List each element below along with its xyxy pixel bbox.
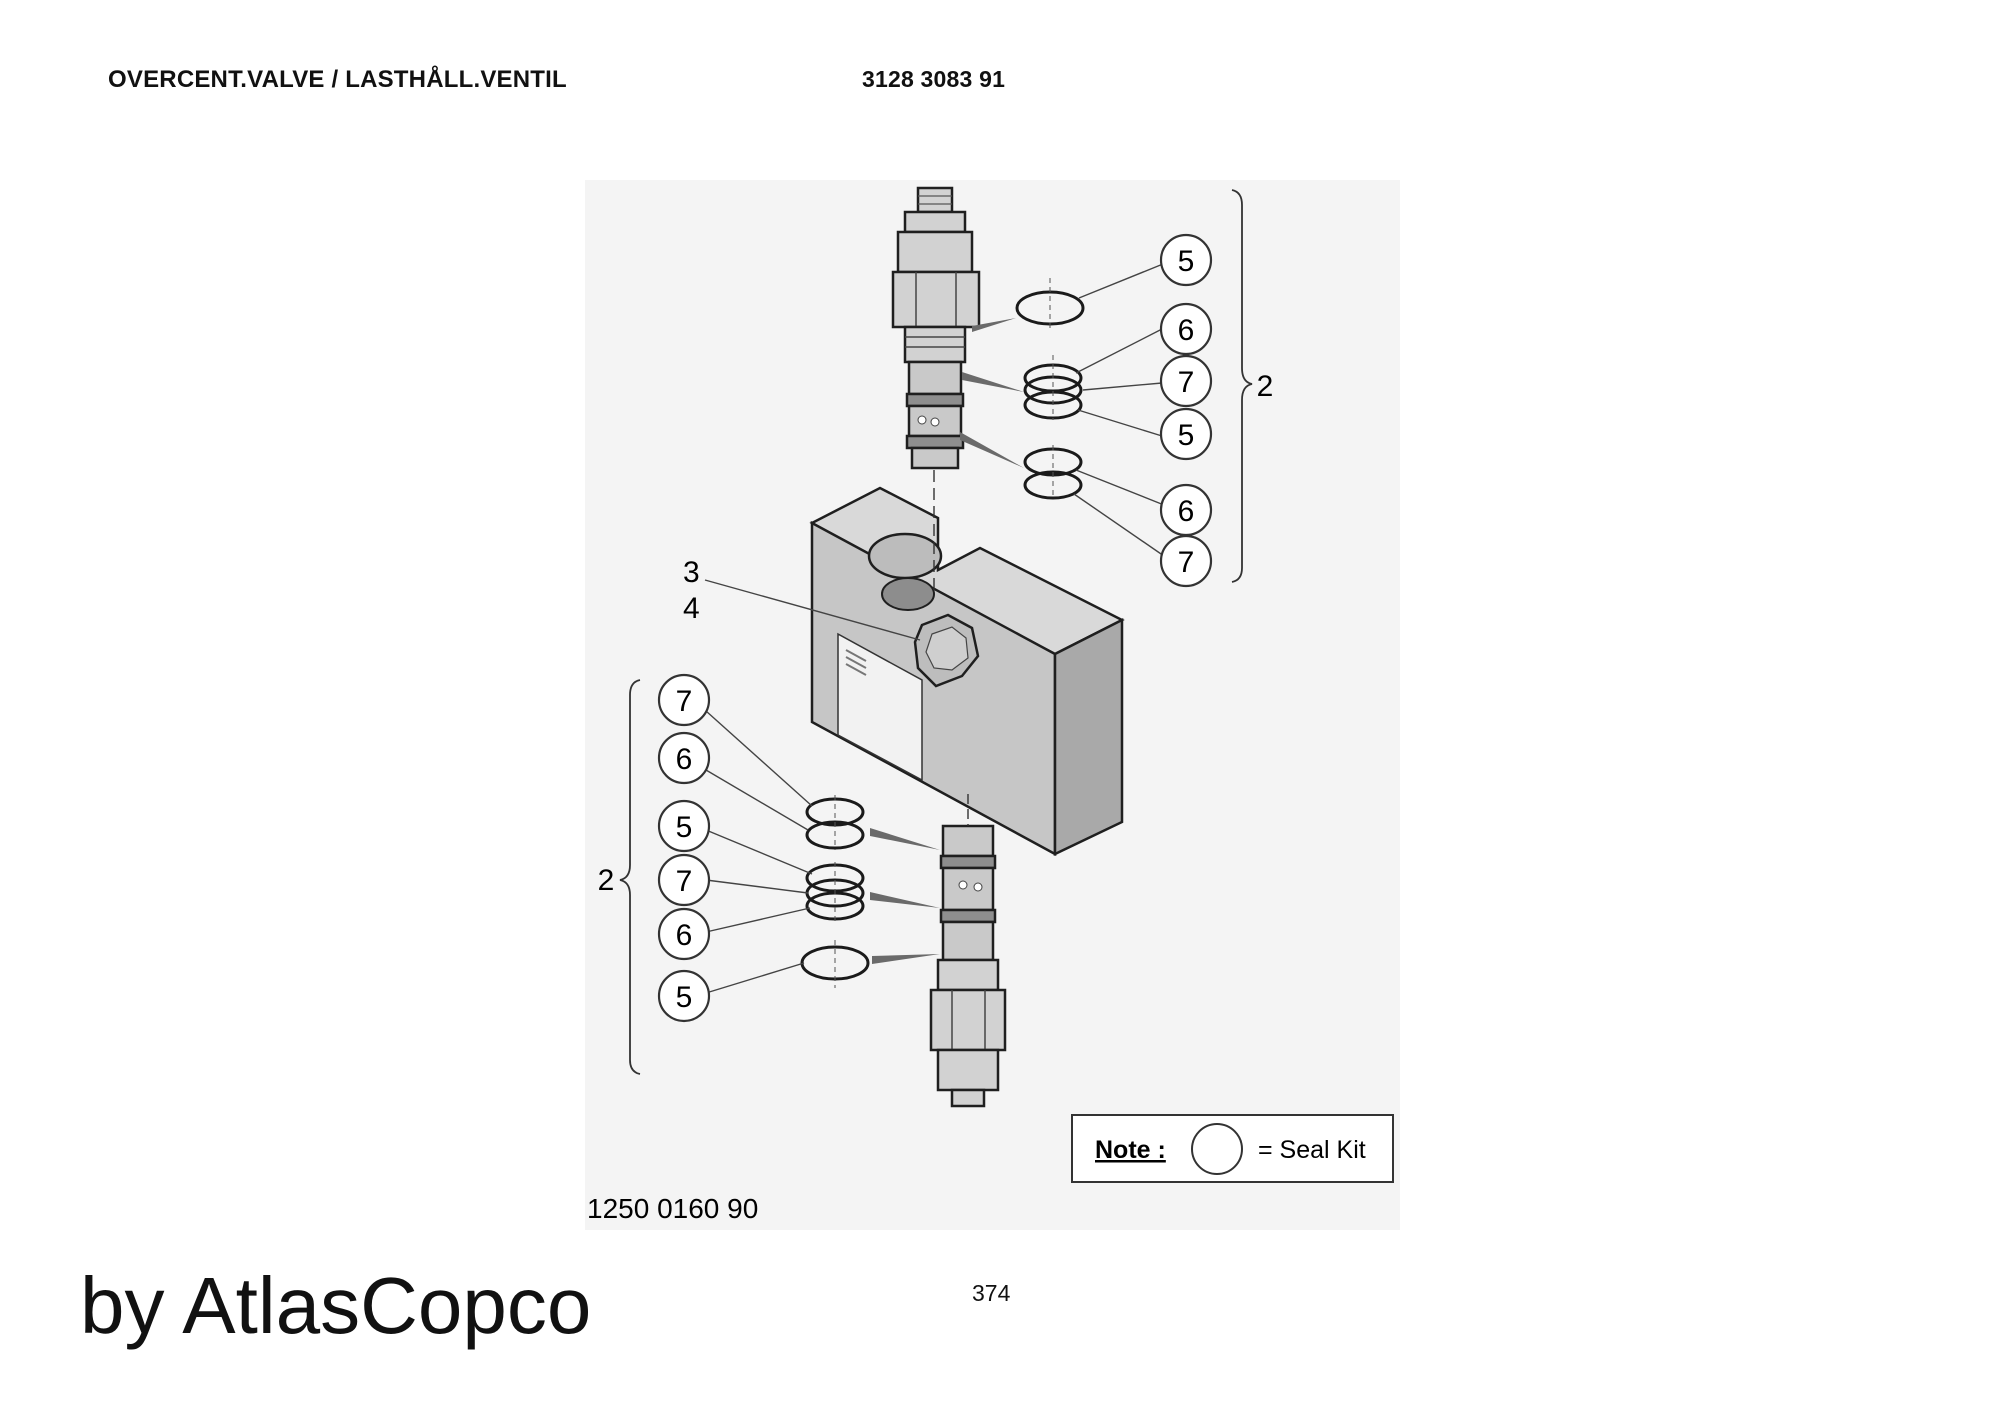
svg-text:6: 6 <box>676 919 693 952</box>
manifold-block <box>809 486 1125 857</box>
callout-bottom-2: 6 <box>657 731 711 785</box>
svg-text:7: 7 <box>1178 366 1195 399</box>
callout-bottom-4: 7 <box>657 853 711 907</box>
bottom-group-label: 2 <box>598 864 615 897</box>
callout-4: 4 <box>683 592 700 625</box>
svg-text:5: 5 <box>1178 245 1195 278</box>
seal-kit-symbol <box>1191 1123 1243 1175</box>
lower-cartridge-valve <box>929 824 1007 1108</box>
svg-text:5: 5 <box>1178 419 1195 452</box>
top-group-label: 2 <box>1257 370 1274 403</box>
top-group-bracket <box>1231 189 1253 583</box>
callout-top-3: 7 <box>1159 354 1213 408</box>
bottom-callouts: 7 6 5 7 6 5 2 <box>598 673 813 1075</box>
callout-bottom-3: 5 <box>657 799 711 853</box>
svg-text:7: 7 <box>676 865 693 898</box>
svg-text:6: 6 <box>1178 314 1195 347</box>
svg-text:6: 6 <box>1178 495 1195 528</box>
brand-text: by AtlasCopco <box>80 1261 592 1350</box>
svg-text:5: 5 <box>676 811 693 844</box>
callout-bottom-6: 5 <box>657 969 711 1023</box>
callout-bottom-5: 6 <box>657 907 711 961</box>
callout-top-2: 6 <box>1159 302 1213 356</box>
svg-text:6: 6 <box>676 743 693 776</box>
block-side-face <box>1053 617 1124 856</box>
callout-top-4: 5 <box>1159 407 1213 461</box>
drawing-number: 1250 0160 90 <box>587 1193 758 1224</box>
page-title: OVERCENT.VALVE / LASTHÅLL.VENTIL <box>108 66 567 93</box>
page-number: 374 <box>972 1280 1011 1306</box>
upper-cartridge-valve <box>891 186 981 470</box>
top-callouts: 5 6 7 5 6 7 2 <box>1073 189 1274 588</box>
part-number: 3128 3083 91 <box>862 66 1006 92</box>
note-box: Note : = Seal Kit <box>1071 1114 1394 1183</box>
callout-3: 3 <box>683 556 700 589</box>
callout-top-6: 7 <box>1159 534 1213 588</box>
svg-text:7: 7 <box>676 685 693 718</box>
svg-text:5: 5 <box>676 981 693 1014</box>
callout-top-5: 6 <box>1159 483 1213 537</box>
callout-bottom-1: 7 <box>657 673 711 727</box>
note-label: Note : <box>1095 1136 1166 1164</box>
callout-top-1: 5 <box>1159 233 1213 287</box>
bottom-group-bracket <box>619 679 641 1075</box>
svg-text:7: 7 <box>1178 546 1195 579</box>
block-port-top <box>867 532 943 580</box>
upper-seal-rings <box>960 278 1085 500</box>
block-callouts: 3 4 <box>683 556 921 641</box>
note-text: = Seal Kit <box>1258 1136 1366 1164</box>
